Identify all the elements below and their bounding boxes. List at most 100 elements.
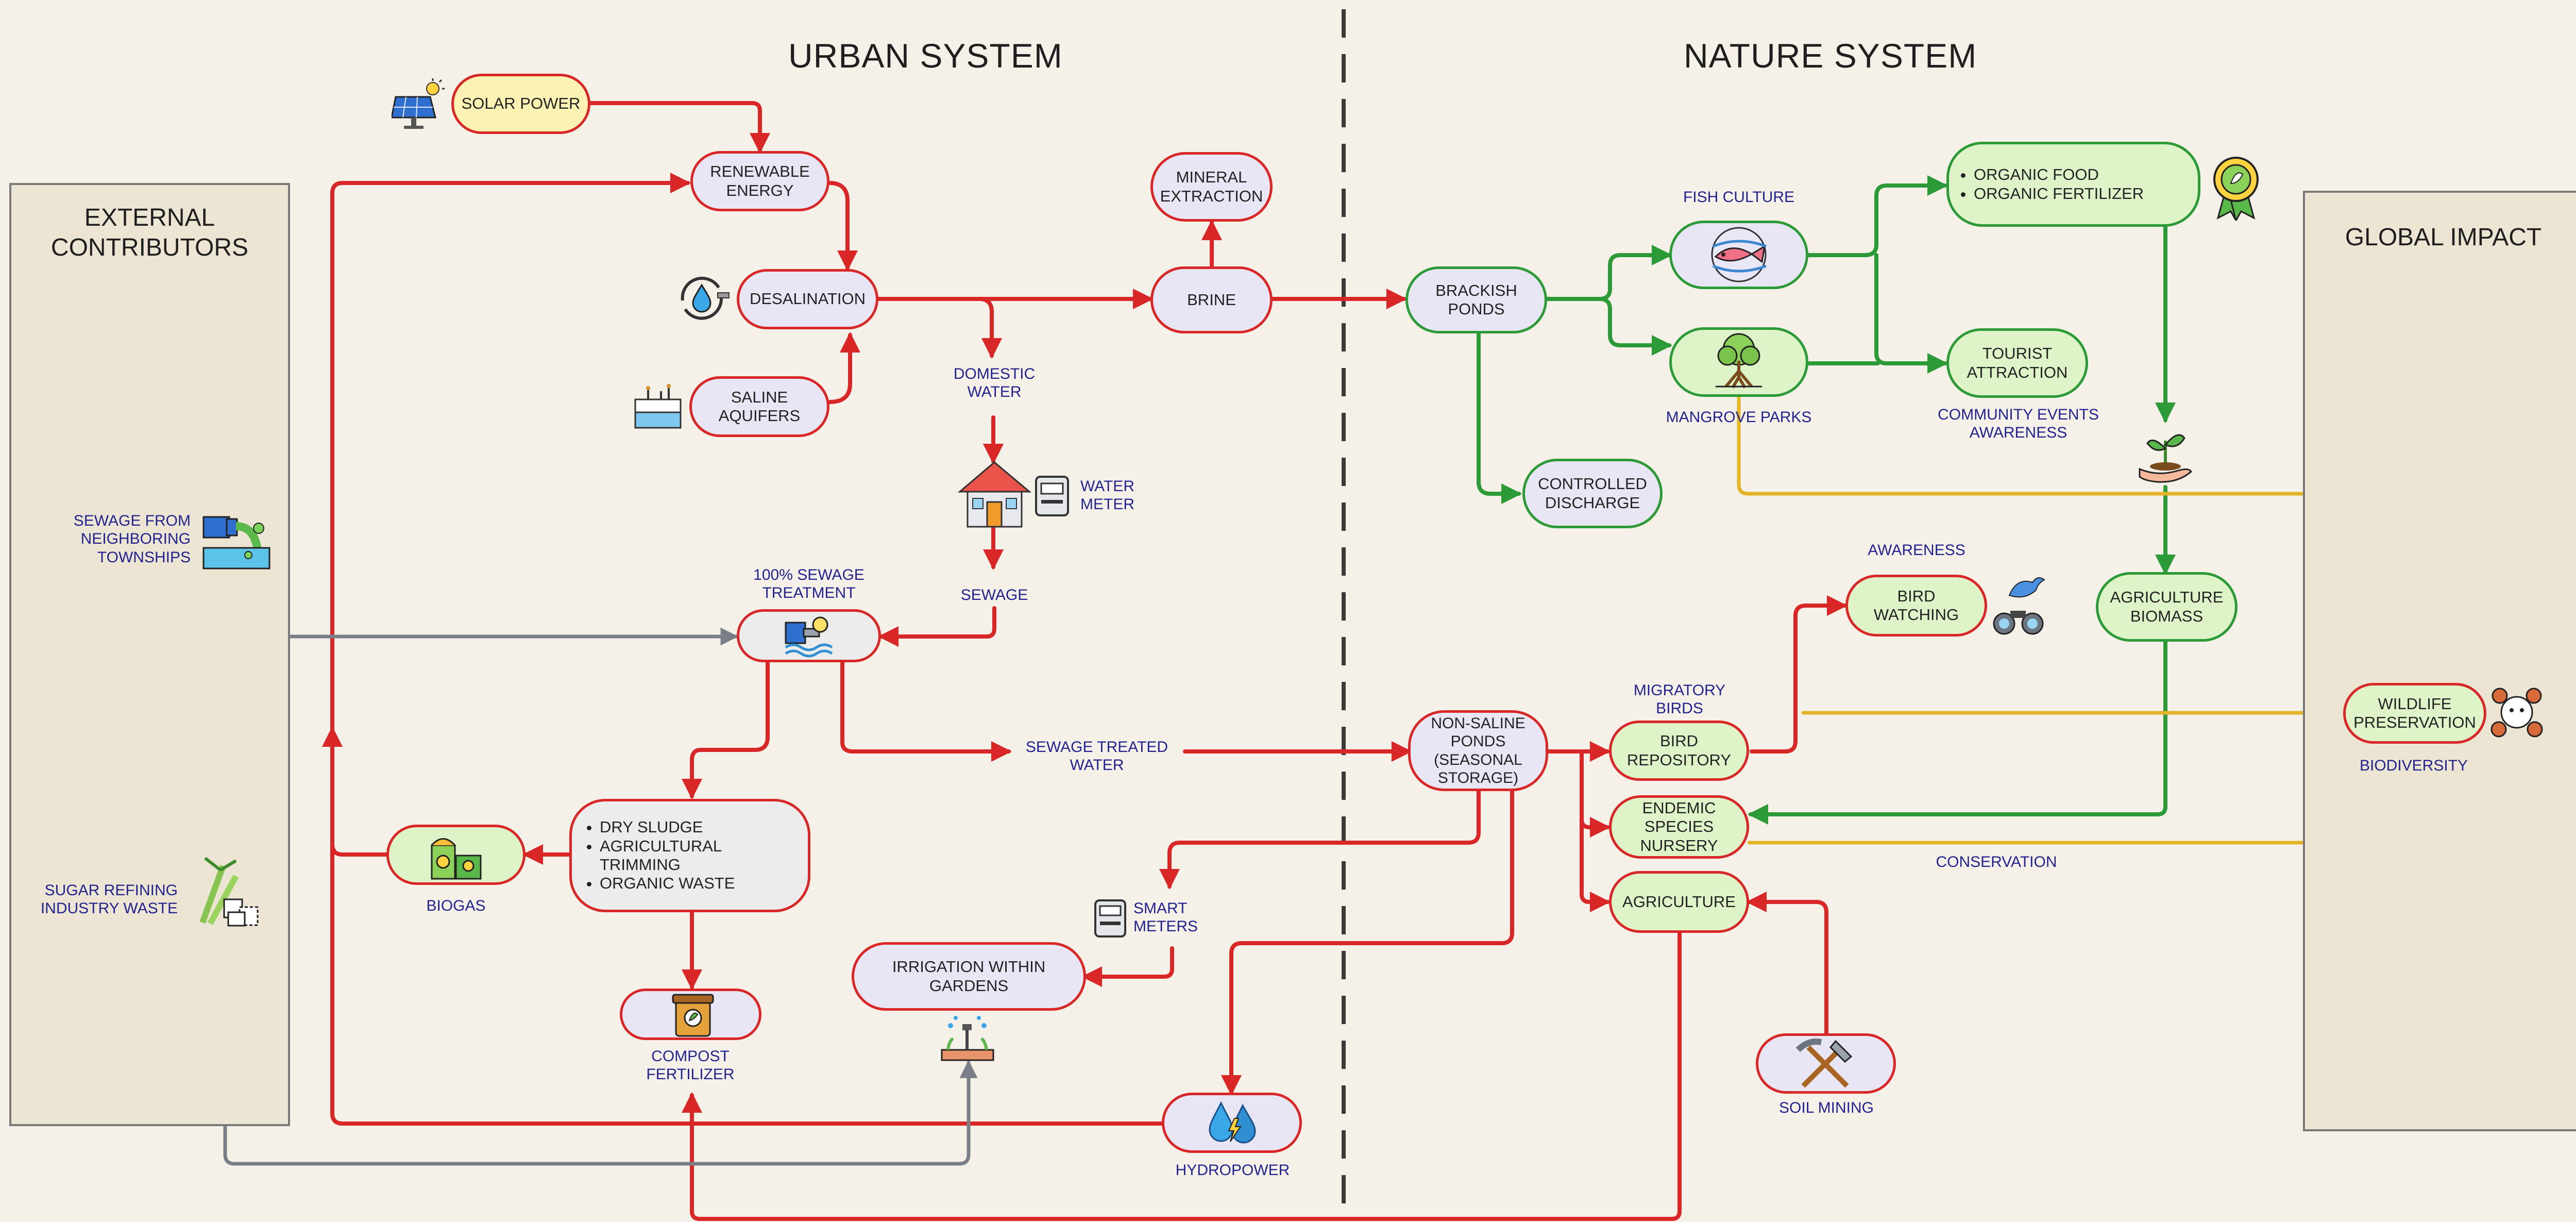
saline-aquifers-label: SALINE AQUIFERS bbox=[718, 388, 801, 425]
wildlife-icon bbox=[2490, 688, 2543, 738]
flow-brackish-fish bbox=[1545, 245, 1672, 301]
organic-products-node[interactable]: ORGANIC FOOD ORGANIC FERTILIZER bbox=[1946, 142, 2200, 227]
organic-item: ORGANIC FERTILIZER bbox=[1974, 185, 2144, 203]
agriculture-biomass-node[interactable]: AGRICULTURE BIOMASS bbox=[2096, 572, 2238, 642]
controlled-discharge-label: CONTROLLED DISCHARGE bbox=[1538, 475, 1647, 512]
flow-to-domestic-water bbox=[977, 297, 1002, 359]
tourist-attraction-node[interactable]: TOURIST ATTRACTION bbox=[1946, 328, 2088, 398]
waste-item: ORGANIC WASTE bbox=[600, 874, 801, 893]
biodiversity-label: BIODIVERSITY bbox=[2359, 757, 2468, 774]
wildlife-preservation-label: WILDLIFE PRESERVATION bbox=[2353, 694, 2476, 731]
sugar-waste-label: SUGAR REFINING INDUSTRY WASTE bbox=[40, 882, 178, 917]
sewage-treatment-label: 100% SEWAGE TREATMENT bbox=[753, 566, 865, 602]
flow-treatment-waste bbox=[682, 660, 770, 799]
flow-hydropower-renewable bbox=[330, 173, 1166, 1126]
conservation-label: CONSERVATION bbox=[1936, 853, 2057, 871]
desalination-node[interactable]: DESALINATION bbox=[737, 269, 878, 329]
flow-repository-birdwatching bbox=[1750, 595, 1848, 754]
organic-waste-list: DRY SLUDGE AGRICULTURAL TRIMMING ORGANIC… bbox=[582, 818, 801, 893]
water-cycle-icon bbox=[681, 276, 730, 320]
flow-brackish-discharge bbox=[1477, 330, 1522, 504]
mineral-extraction-label: MINERAL EXTRACTION bbox=[1160, 168, 1263, 205]
solar-power-node[interactable]: SOLAR POWER bbox=[451, 74, 590, 134]
flow-sugar-irrigation bbox=[223, 926, 978, 1166]
agriculture-label: AGRICULTURE bbox=[1622, 892, 1736, 911]
non-saline-ponds-node[interactable]: NON-SALINE PONDS (SEASONAL STORAGE) bbox=[1408, 710, 1548, 791]
saline-aquifer-icon bbox=[634, 384, 682, 429]
fish-icon bbox=[1711, 227, 1767, 282]
controlled-discharge-node[interactable]: CONTROLLED DISCHARGE bbox=[1522, 459, 1663, 528]
award-badge-icon bbox=[2213, 157, 2259, 221]
flow-fish-tourist bbox=[1874, 253, 1948, 374]
bird-repository-node[interactable]: BIRD REPOSITORY bbox=[1609, 721, 1749, 781]
treatment-plant-icon bbox=[785, 616, 833, 658]
awareness-label: AWARENESS bbox=[1868, 542, 1965, 559]
flow-soilmining-agriculture bbox=[1746, 892, 1828, 1035]
endemic-nursery-label: ENDEMIC SPECIES NURSERY bbox=[1640, 799, 1718, 855]
desalination-label: DESALINATION bbox=[749, 290, 866, 308]
smart-meters-label: SMART METERS bbox=[1133, 900, 1198, 935]
biogas-label: BIOGAS bbox=[426, 897, 486, 914]
flow-neighbor-sewage bbox=[235, 567, 739, 646]
renewable-energy-node[interactable]: RENEWABLE ENERGY bbox=[690, 151, 829, 211]
bird-binoculars-icon bbox=[1993, 577, 2045, 635]
hydropower-icon bbox=[1209, 1101, 1256, 1144]
flow-aquifers-desalination bbox=[827, 332, 860, 404]
flow-treatment-treatedwater bbox=[840, 660, 1012, 762]
organic-waste-node[interactable]: DRY SLUDGE AGRICULTURAL TRIMMING ORGANIC… bbox=[569, 799, 810, 912]
fish-culture-label: FISH CULTURE bbox=[1683, 189, 1795, 206]
brine-node[interactable]: BRINE bbox=[1150, 266, 1273, 333]
wildlife-preservation-node[interactable]: WILDLIFE PRESERVATION bbox=[2343, 683, 2486, 744]
bird-watching-label: BIRD WATCHING bbox=[1873, 587, 1959, 624]
flow-smartmeters-irrigation bbox=[1081, 946, 1174, 987]
flow-biomass-nursery bbox=[1748, 640, 2167, 825]
agriculture-node[interactable]: AGRICULTURE bbox=[1609, 871, 1749, 933]
compost-label: COMPOST FERTILIZER bbox=[646, 1048, 735, 1083]
sewage-neighboring-label: SEWAGE FROM NEIGHBORING TOWNSHIPS bbox=[73, 512, 191, 566]
endemic-species-nursery-node[interactable]: ENDEMIC SPECIES NURSERY bbox=[1609, 795, 1749, 859]
mineral-extraction-node[interactable]: MINERAL EXTRACTION bbox=[1150, 152, 1273, 222]
soil-mining-label: SOIL MINING bbox=[1779, 1099, 1874, 1116]
mangrove-parks-label: MANGROVE PARKS bbox=[1666, 409, 1812, 426]
sewage-treatment-node[interactable] bbox=[737, 609, 881, 662]
global-impact-panel: GLOBAL IMPACT bbox=[2303, 191, 2576, 1131]
sewage-treated-water-label: SEWAGE TREATED WATER bbox=[1025, 739, 1168, 774]
sugarcane-icon bbox=[199, 857, 259, 927]
tourist-attraction-label: TOURIST ATTRACTION bbox=[1967, 344, 2068, 381]
flow-ponds-hydropower bbox=[1221, 789, 1514, 1096]
water-meter-icon bbox=[1035, 476, 1069, 516]
brackish-ponds-label: BRACKISH PONDS bbox=[1435, 281, 1517, 318]
compost-bin-icon bbox=[672, 994, 714, 1037]
bird-watching-node[interactable]: BIRD WATCHING bbox=[1845, 575, 1987, 637]
smart-meter-icon bbox=[1094, 899, 1126, 938]
flow-fish-organic bbox=[1806, 175, 1948, 257]
global-impact-title: GLOBAL IMPACT bbox=[2345, 224, 2542, 251]
brine-label: BRINE bbox=[1187, 290, 1236, 309]
external-contributors-panel: EXTERNAL CONTRIBUTORS bbox=[9, 183, 290, 1126]
agriculture-biomass-label: AGRICULTURE BIOMASS bbox=[2110, 588, 2224, 625]
hydropower-node[interactable] bbox=[1162, 1093, 1302, 1153]
waste-item: AGRICULTURAL TRIMMING bbox=[600, 837, 801, 875]
hydropower-label: HYDROPOWER bbox=[1175, 1162, 1290, 1179]
sewage-label: SEWAGE bbox=[960, 587, 1028, 604]
flow-ponds-nursery bbox=[1580, 749, 1611, 838]
organic-item: ORGANIC FOOD bbox=[1974, 165, 2144, 184]
irrigation-gardens-node[interactable]: IRRIGATION WITHIN GARDENS bbox=[852, 942, 1086, 1011]
flow-agriculture-compost bbox=[682, 931, 1682, 1221]
flow-renewable-desalination bbox=[827, 181, 858, 271]
domestic-water-label: DOMESTIC WATER bbox=[953, 365, 1036, 401]
flow-biogas-loop bbox=[322, 726, 388, 857]
irrigation-label: IRRIGATION WITHIN GARDENS bbox=[892, 958, 1046, 995]
external-contributors-title: EXTERNAL CONTRIBUTORS bbox=[50, 204, 249, 261]
brackish-ponds-node[interactable]: BRACKISH PONDS bbox=[1405, 266, 1547, 333]
non-saline-ponds-label: NON-SALINE PONDS (SEASONAL STORAGE) bbox=[1431, 715, 1526, 786]
mangrove-tree-icon bbox=[1716, 333, 1762, 389]
solar-power-label: SOLAR POWER bbox=[461, 94, 581, 113]
water-meter-label: WATER METER bbox=[1080, 478, 1134, 513]
sprinkler-icon bbox=[941, 1016, 994, 1061]
biogas-plant-icon bbox=[431, 838, 482, 880]
flow-sewage-treatment bbox=[878, 606, 996, 647]
flow-solar-renewable bbox=[588, 101, 770, 154]
saline-aquifers-node[interactable]: SALINE AQUIFERS bbox=[689, 376, 829, 437]
organic-products-list: ORGANIC FOOD ORGANIC FERTILIZER bbox=[1956, 165, 2144, 203]
